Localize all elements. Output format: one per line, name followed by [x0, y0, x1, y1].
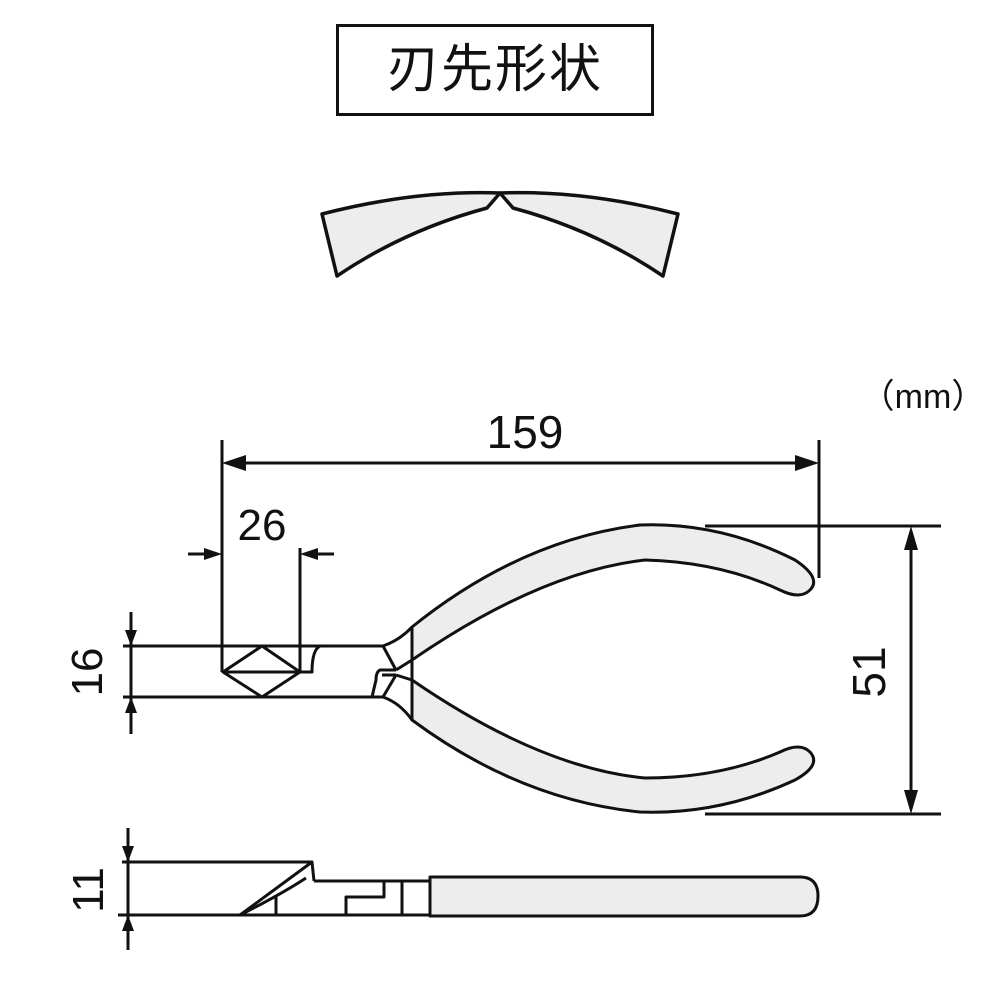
dim-head-width-label: 16 — [63, 648, 112, 697]
title-text: 刃先形状 — [386, 40, 603, 100]
dim-overall-length — [220, 440, 821, 672]
dim-head-length-label: 26 — [238, 501, 287, 550]
dim-head-width — [123, 612, 140, 734]
units-label: （mm） — [861, 378, 986, 416]
lower-handle — [410, 678, 816, 814]
pliers-side-view — [118, 860, 820, 918]
dim-thickness-label: 11 — [64, 867, 113, 913]
dim-handle-span — [705, 524, 941, 816]
side-handle — [428, 875, 820, 918]
blade-tip-shape — [320, 190, 680, 278]
dim-handle-span-label: 51 — [843, 646, 895, 697]
dim-thickness — [122, 828, 134, 950]
dim-head-length — [188, 548, 334, 672]
dim-overall-length-label: 159 — [487, 406, 564, 458]
pliers-top-view — [130, 523, 816, 814]
title-box: 刃先形状 — [336, 24, 654, 116]
upper-handle — [410, 523, 816, 662]
